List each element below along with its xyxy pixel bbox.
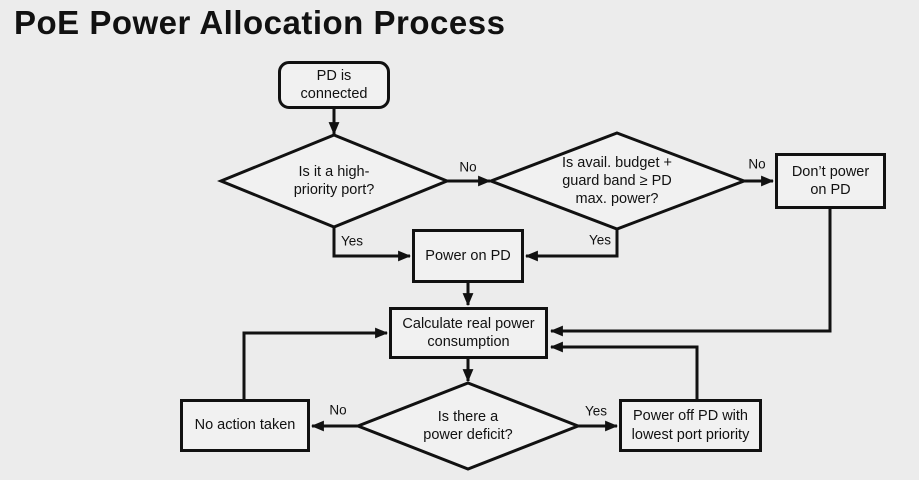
edge-label-priority-yes: Yes: [340, 233, 364, 249]
edge-label-priority-no: No: [459, 159, 477, 175]
node-no-action-taken: No action taken: [180, 399, 310, 452]
node-dont-power-on-pd: Don’t power on PD: [775, 153, 886, 209]
decision-high-priority-shape: [217, 133, 451, 229]
decision-deficit-shape: [353, 381, 583, 471]
edge-power-off-to-calculate: [549, 341, 699, 399]
edge-label-deficit-no: No: [329, 402, 347, 418]
edge-priority-yes-to-power-on: [332, 227, 412, 262]
node-calculate-consumption: Calculate real power consumption: [389, 307, 548, 359]
edge-label-budget-no: No: [748, 156, 766, 172]
edge-dont-power-to-calculate: [549, 209, 832, 337]
page-title: PoE Power Allocation Process: [14, 4, 506, 41]
node-power-off-lowest-priority: Power off PD with lowest port priority: [619, 399, 762, 452]
node-power-on-pd: Power on PD: [412, 229, 524, 283]
edge-label-budget-yes: Yes: [588, 232, 612, 248]
node-start: PD is connected: [278, 61, 390, 109]
edge-no-action-to-calculate: [242, 327, 389, 399]
decision-budget-shape: [486, 131, 749, 231]
edge-budget-yes-to-power-on: [524, 229, 619, 262]
edge-label-deficit-yes: Yes: [584, 403, 608, 419]
